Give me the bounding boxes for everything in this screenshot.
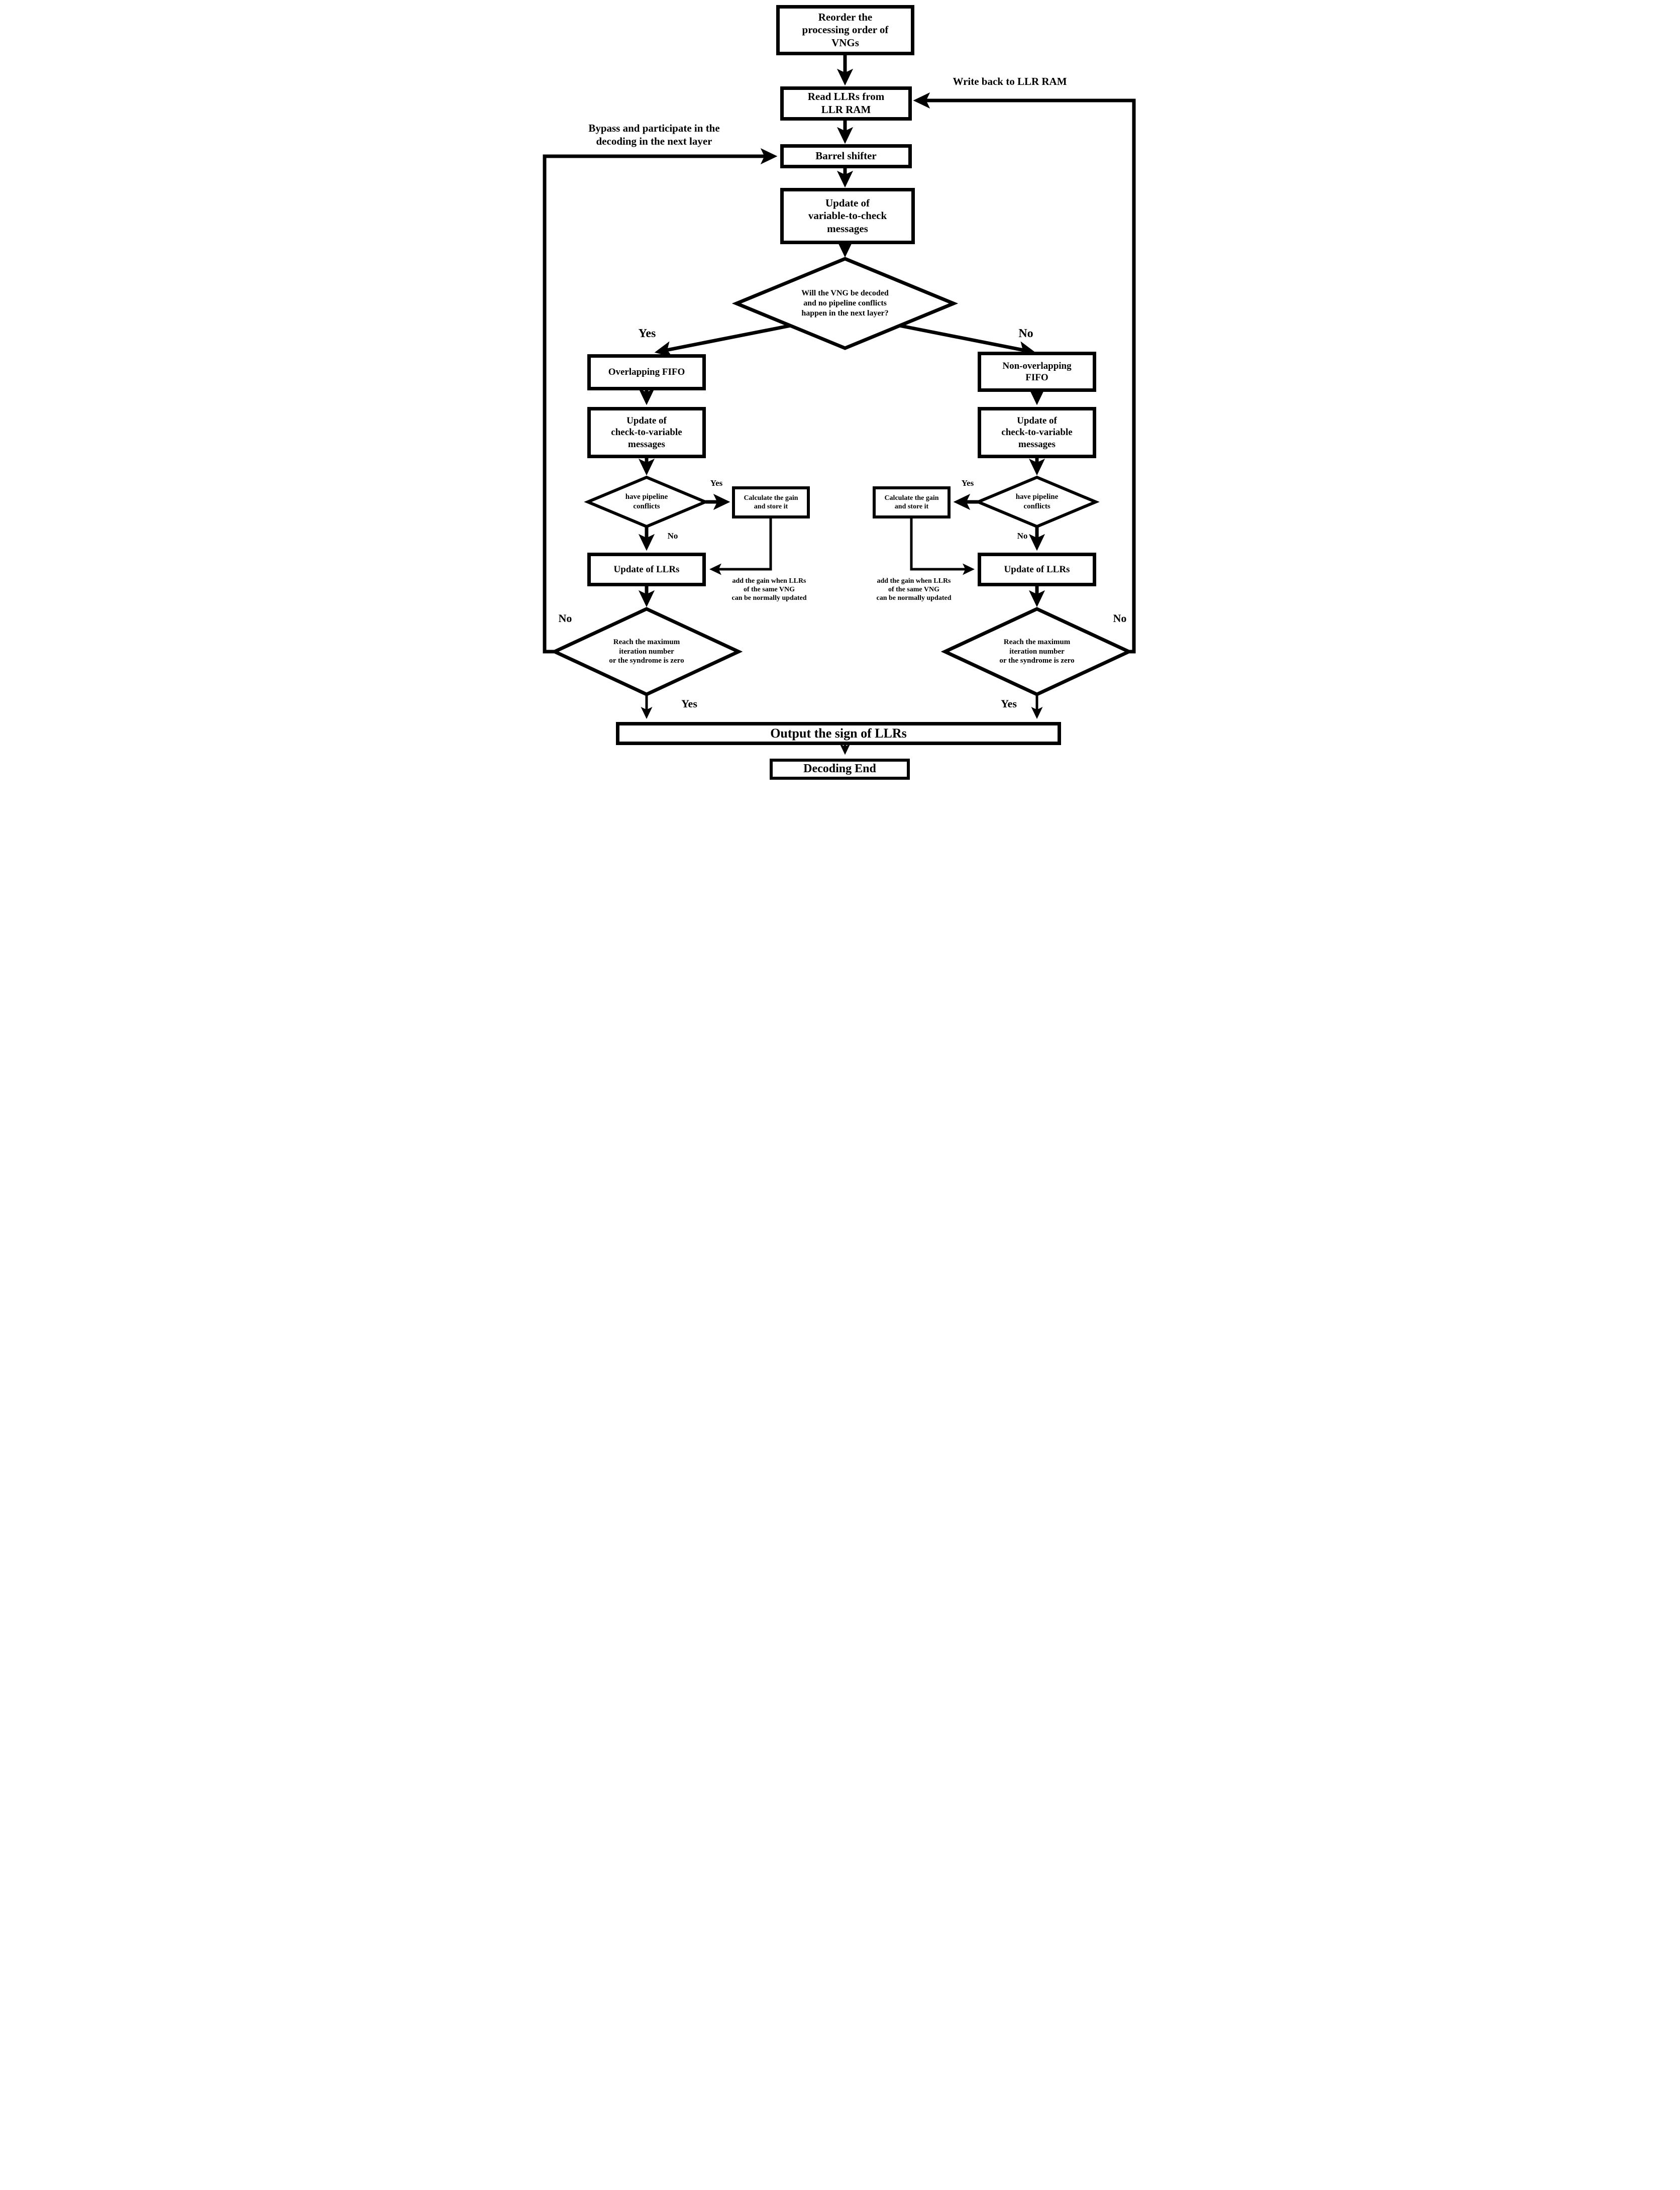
pipeline-decision-diamond-right (974, 475, 1100, 529)
node-update-c2v-right: Update of check-to-variable messages (978, 407, 1096, 458)
node-update-c2v-left: Update of check-to-variable messages (587, 407, 706, 458)
arrow-decision-no-diagonal (899, 324, 1036, 357)
label-no-stop-left: No (558, 612, 572, 624)
stop-decision-diamond-left (550, 607, 743, 696)
label-no-stop-right: No (1113, 612, 1127, 624)
label-add-gain-right: add the gain when LLRs of the same VNG c… (876, 577, 952, 602)
label-no-main-right: No (1018, 327, 1033, 340)
label-bypass: Bypass and participate in the decoding i… (588, 122, 720, 147)
loop-no-right-writeback (913, 92, 1136, 654)
connector-calc-to-llrs-right (910, 518, 975, 575)
node-read-llrs: Read LLRs from LLR RAM (780, 86, 912, 121)
node-update-v2c: Update of variable-to-check messages (780, 188, 915, 244)
arrow-decision-yes-diagonal (654, 324, 791, 357)
node-update-llrs-right: Update of LLRs (978, 553, 1096, 586)
pipeline-decision-text-left: have pipeline conflicts (625, 493, 668, 510)
label-no-pipeline-left: No (667, 531, 678, 541)
node-non-overlapping-fifo: Non-overlapping FIFO (978, 352, 1096, 392)
stop-decision-text-right: Reach the maximum iteration number or th… (999, 638, 1075, 665)
flowchart-canvas: Reorder the processing order of VNGs Rea… (540, 0, 1140, 783)
stop-decision-diamond-right (940, 607, 1133, 696)
node-overlapping-fifo: Overlapping FIFO (587, 354, 706, 390)
label-write-back: Write back to LLR RAM (953, 75, 1067, 87)
label-yes-pipeline-right: Yes (961, 478, 974, 488)
label-no-pipeline-right: No (1017, 531, 1028, 541)
node-reorder-vngs: Reorder the processing order of VNGs (776, 5, 914, 55)
label-yes-main-left: Yes (638, 327, 656, 340)
stop-decision-text-left: Reach the maximum iteration number or th… (609, 638, 684, 665)
pipeline-decision-diamond-left (584, 475, 709, 529)
node-update-llrs-left: Update of LLRs (587, 553, 706, 586)
flow-arrows-layer (543, 55, 1136, 755)
node-decoding-end: Decoding End (770, 759, 910, 780)
label-yes-pipeline-left: Yes (710, 478, 723, 488)
pipeline-decision-text-right: have pipeline conflicts (1015, 493, 1059, 510)
node-calc-gain-right: Calculate the gain and store it (873, 486, 951, 518)
loop-no-left-bypass (543, 148, 778, 654)
node-barrel-shifter: Barrel shifter (780, 144, 912, 168)
connector-calc-to-llrs-left (709, 518, 772, 575)
node-output-sign: Output the sign of LLRs (616, 722, 1061, 745)
label-add-gain-left: add the gain when LLRs of the same VNG c… (731, 577, 807, 602)
main-decision-text: Will the VNG be decoded and no pipeline … (801, 289, 889, 318)
label-yes-stop-left: Yes (681, 697, 697, 710)
node-calc-gain-left: Calculate the gain and store it (732, 486, 810, 518)
label-yes-stop-right: Yes (1001, 697, 1017, 710)
